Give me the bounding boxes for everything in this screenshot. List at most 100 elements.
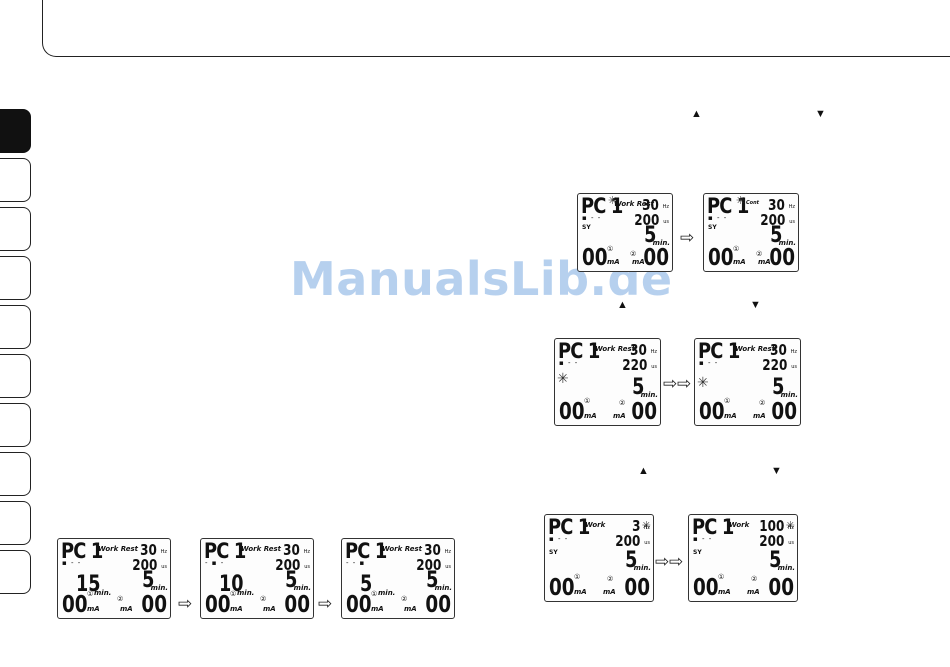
side-tab-10[interactable] (0, 550, 31, 594)
channel-1-marker: ① (733, 245, 740, 253)
side-tab-3[interactable] (0, 207, 31, 251)
lcd-panel: PC 1 Work 100 ✳ Hz 200 us ▪ - - SY 5 min… (688, 514, 798, 602)
channel-2-intensity: 00 (425, 592, 451, 618)
flow-arrow-icon: ⇨ (655, 552, 670, 571)
side-tab-8[interactable] (0, 452, 31, 496)
rest-time-value: 5 (769, 223, 782, 248)
flash-icon: ✳ (641, 519, 651, 532)
pulse-width-unit: us (644, 540, 650, 546)
channel-2-unit: mA (632, 258, 645, 266)
lcd-panel: PC 1 Work Rest 30 Hz 200 us - ▪ - 10 min… (200, 538, 314, 619)
channel-2-marker: ② (401, 595, 408, 603)
channel-2-marker: ② (619, 399, 626, 407)
channel-1-marker: ① (574, 573, 581, 581)
frequency-unit: Hz (160, 549, 167, 555)
frequency-value: 3 (631, 517, 640, 535)
rest-time-unit: min. (780, 391, 798, 399)
rest-time-value: 5 (643, 223, 656, 248)
rest-time-value: 5 (768, 548, 781, 573)
work-time-value: 5 (360, 572, 373, 597)
frequency-value: 30 (642, 196, 659, 214)
sync-label: SY (582, 224, 591, 231)
work-time-unit: min. (94, 589, 112, 597)
channel-2-marker: ② (751, 575, 758, 583)
channel-1-intensity: 00 (559, 399, 585, 425)
phase-indicator: ▪ - - (582, 214, 602, 222)
frequency-unit: Hz (787, 525, 794, 531)
mode-label: Work Rest (614, 200, 654, 208)
rest-time-value: 5 (631, 375, 644, 400)
flow-arrow-icon: ⇨ (178, 594, 193, 613)
phase-indicator: ▪ - - (699, 359, 719, 367)
side-tab-9[interactable] (0, 501, 31, 545)
frequency-unit: Hz (790, 349, 797, 355)
lcd-panel: PC 1 Work Rest 30 Hz 200 us ▪ - - 15 min… (57, 538, 171, 619)
down-arrow-icon: ▼ (771, 465, 782, 477)
sync-label: SY (708, 224, 717, 231)
rest-time-unit: min. (434, 584, 452, 592)
channel-2-intensity: 00 (624, 575, 650, 601)
side-tab-6[interactable] (0, 354, 31, 398)
channel-2-intensity: 00 (768, 575, 794, 601)
rest-time-unit: min. (652, 239, 670, 247)
frequency-value: 30 (140, 541, 157, 559)
side-tab-7[interactable] (0, 403, 31, 447)
channel-2-unit: mA (758, 258, 771, 266)
channel-2-marker: ② (607, 575, 614, 583)
channel-2-unit: mA (603, 588, 616, 596)
frequency-unit: Hz (788, 204, 795, 210)
flash-icon: ✳ (697, 375, 709, 391)
mode-label: Work Rest (735, 345, 775, 353)
side-tab-2[interactable] (0, 158, 31, 202)
channel-2-unit: mA (263, 605, 276, 613)
frequency-value: 30 (630, 341, 647, 359)
flow-arrow-icon: ⇨ (663, 374, 678, 393)
phase-indicator: ▪ - - (708, 214, 728, 222)
side-tab-4[interactable] (0, 256, 31, 300)
channel-1-unit: mA (724, 412, 737, 420)
channel-1-unit: mA (584, 412, 597, 420)
side-tab-1[interactable] (0, 109, 31, 153)
channel-1-marker: ① (584, 397, 591, 405)
channel-1-intensity: 00 (205, 592, 231, 618)
side-tab-5[interactable] (0, 305, 31, 349)
up-arrow-icon: ▲ (617, 299, 628, 311)
channel-2-intensity: 00 (643, 245, 669, 271)
work-time-unit: min. (237, 589, 255, 597)
rest-time-unit: min. (150, 584, 168, 592)
phase-indicator: ▪ - - (549, 535, 569, 543)
channel-1-marker: ① (724, 397, 731, 405)
program-label: PC 1 (548, 515, 590, 539)
work-time-value: 15 (76, 572, 101, 597)
channel-2-intensity: 00 (141, 592, 167, 618)
flash-icon: ✳ (608, 194, 618, 207)
pulse-width-value: 200 (758, 532, 784, 550)
channel-1-unit: mA (733, 258, 746, 266)
channel-2-intensity: 00 (769, 245, 795, 271)
sync-label: SY (693, 549, 702, 556)
channel-2-unit: mA (404, 605, 417, 613)
rest-time-unit: min. (778, 239, 796, 247)
flow-arrow-icon: ⇨ (677, 374, 692, 393)
lcd-panel: PC 1 Work Rest ✳ 30 Hz 200 us ▪ - - SY 5… (577, 193, 673, 272)
rest-time-unit: min. (293, 584, 311, 592)
lcd-panel: PC 1 Work Rest 30 Hz 220 us ▪ - - ✳ 5 mi… (554, 338, 661, 426)
channel-1-intensity: 00 (693, 575, 719, 601)
channel-1-intensity: 00 (549, 575, 575, 601)
sync-label: SY (549, 549, 558, 556)
channel-1-intensity: 00 (699, 399, 725, 425)
program-label: PC 1 (204, 539, 246, 563)
program-label: PC 1 (698, 339, 740, 363)
mode-label: Work Rest (241, 545, 281, 553)
channel-1-intensity: 00 (62, 592, 88, 618)
page-header-frame (42, 0, 950, 57)
lcd-panel: PC 1 Cont ✳ 30 Hz 200 us ▪ - - SY 5 min.… (703, 193, 799, 272)
pulse-width-value: 200 (131, 556, 157, 574)
rest-time-value: 5 (771, 375, 784, 400)
pulse-width-unit: us (304, 564, 310, 570)
side-tab-strip (0, 109, 32, 599)
rest-time-value: 5 (284, 568, 297, 593)
channel-1-unit: mA (607, 258, 620, 266)
mode-label: Work (729, 521, 750, 529)
flow-arrow-icon: ⇨ (680, 228, 695, 247)
